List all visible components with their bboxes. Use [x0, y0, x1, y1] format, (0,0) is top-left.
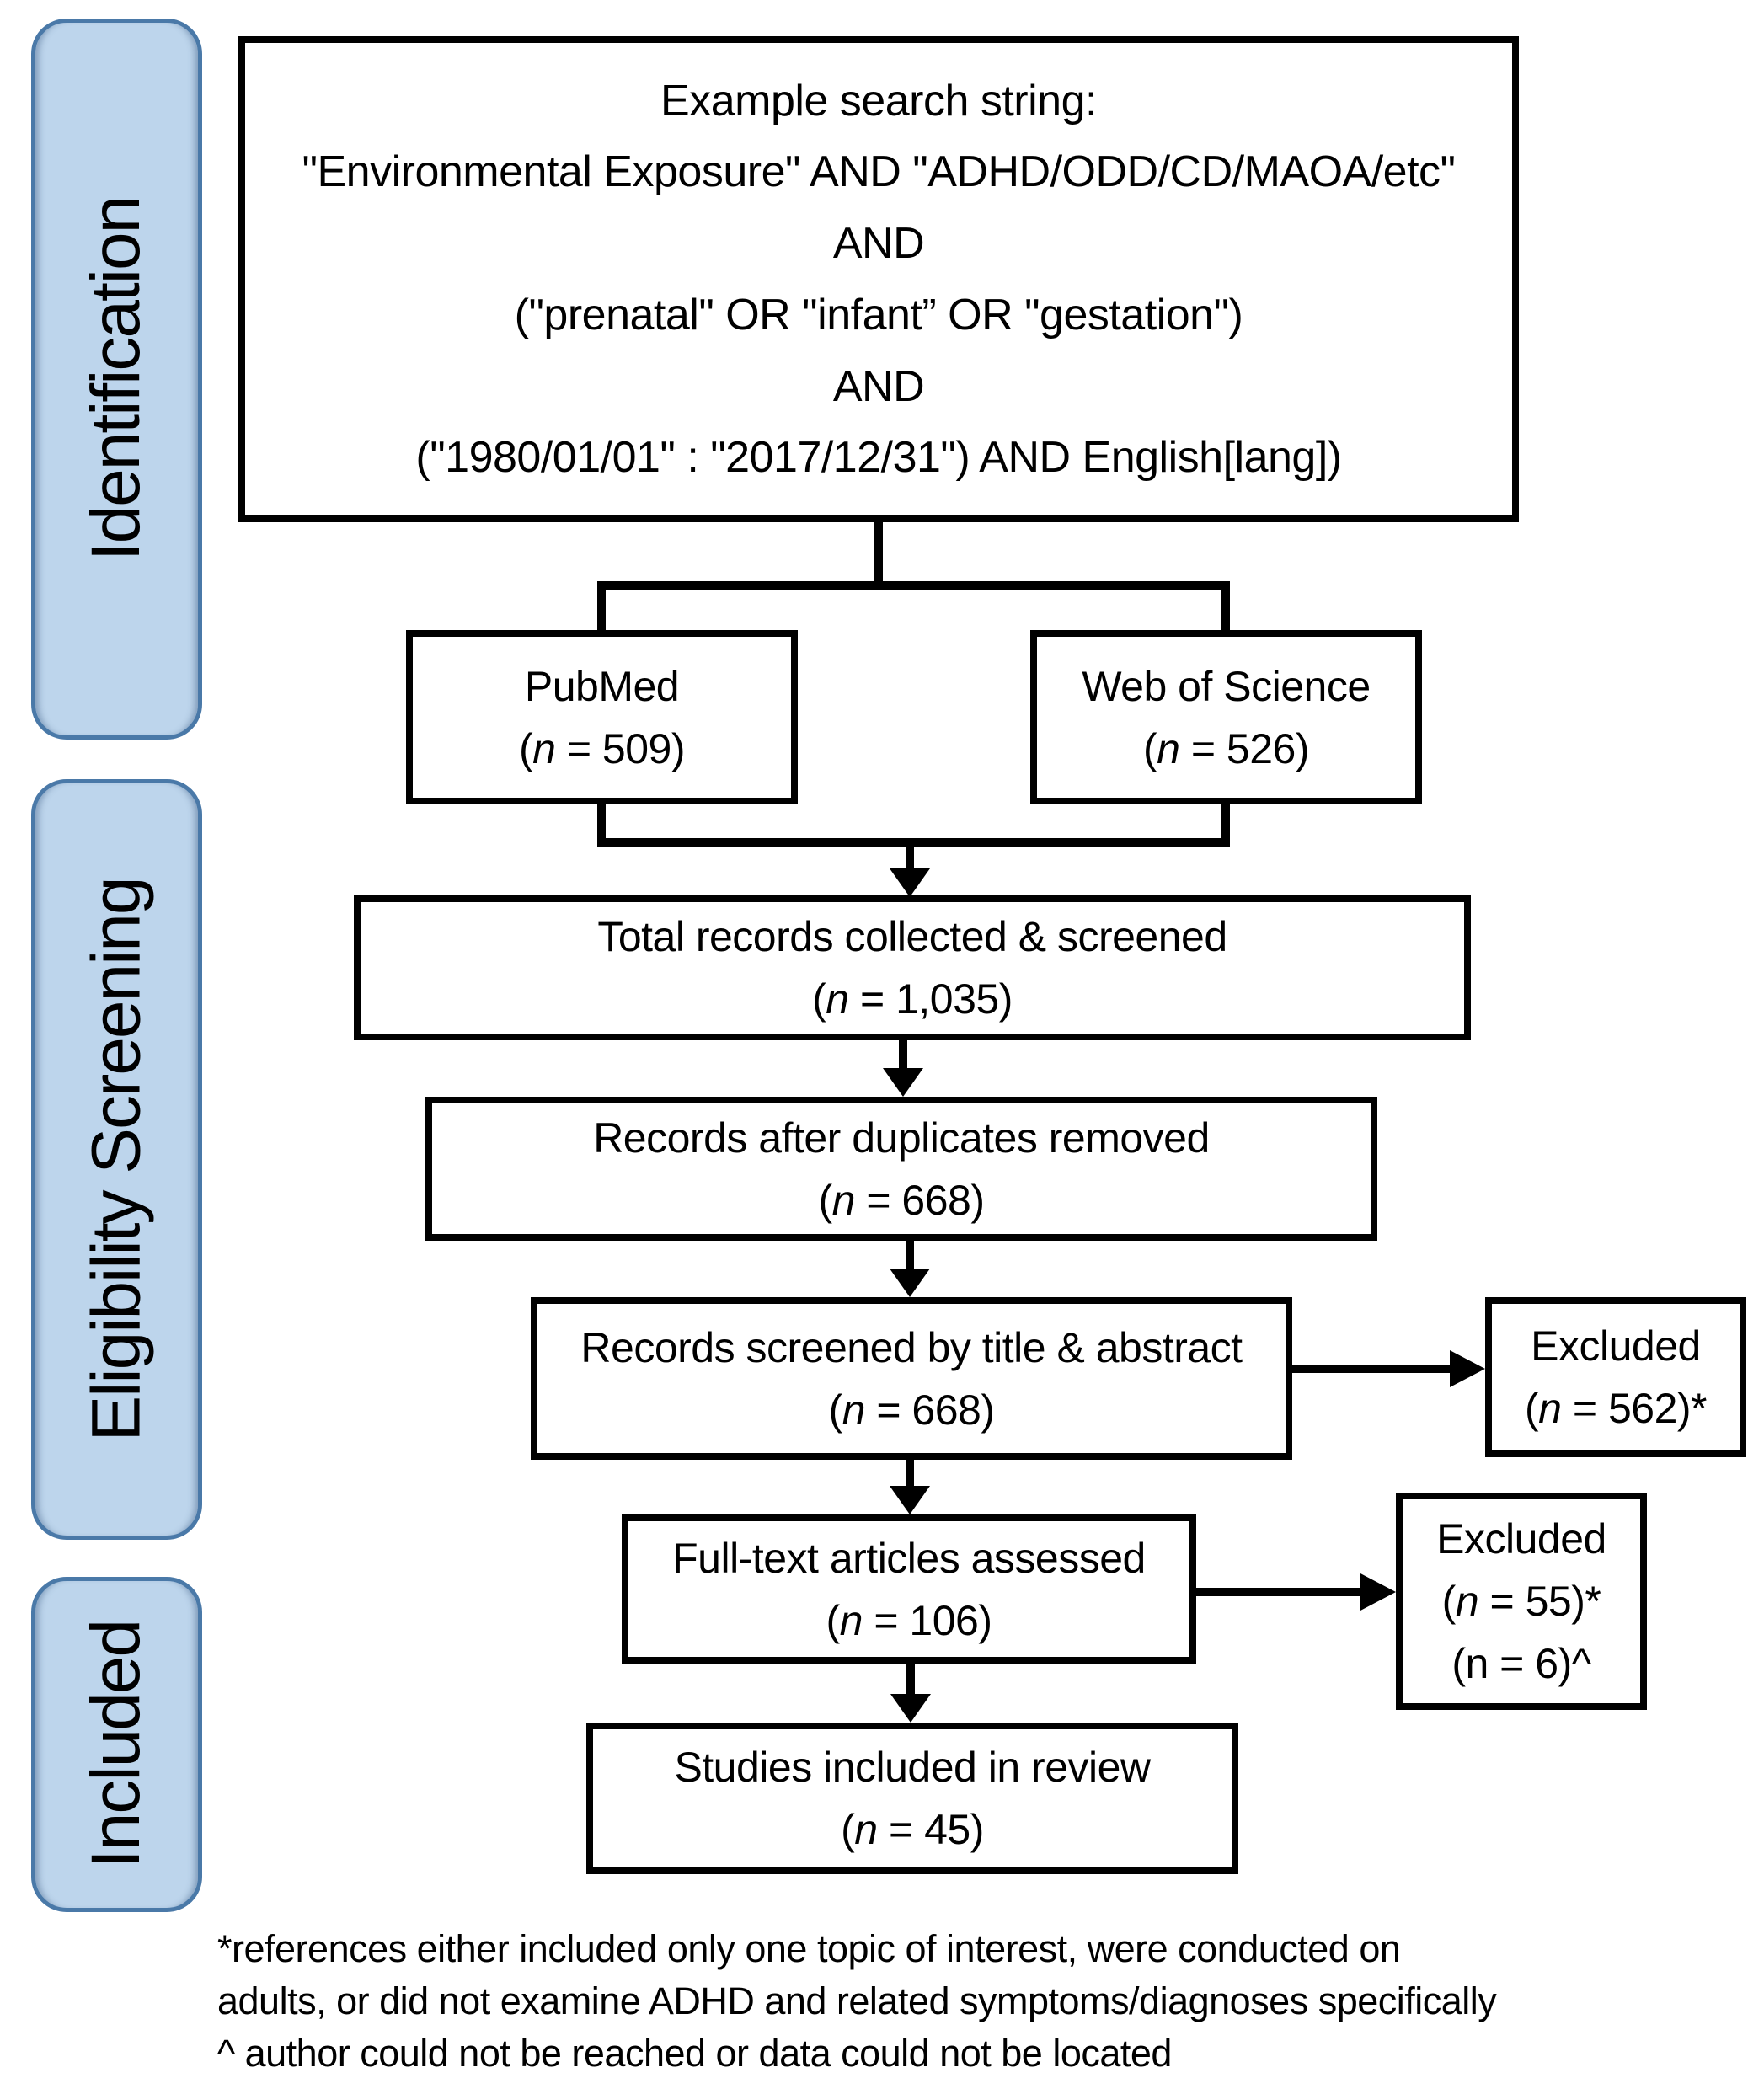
excluded-full-text-title: Excluded [1436, 1515, 1606, 1563]
footnotes: *references either included only one top… [217, 1923, 1497, 2078]
arrowhead-to-fulltext [890, 1486, 930, 1514]
connector-split-horizontal [597, 581, 1230, 590]
flow-box-included-review: Studies included in review (n = 45) [586, 1723, 1238, 1874]
connector-split-left [597, 581, 606, 633]
included-review-title: Studies included in review [674, 1744, 1151, 1791]
full-text-title: Full-text articles assessed [672, 1534, 1146, 1582]
connector-split-right [1221, 581, 1230, 633]
search-line-and-1: AND [832, 219, 925, 269]
web-of-science-title: Web of Science [1082, 662, 1371, 710]
arrowhead-to-total-records [890, 868, 930, 897]
pubmed-title: PubMed [524, 662, 680, 710]
flow-box-pubmed: PubMed (n = 509) [406, 630, 798, 804]
flow-box-web-of-science: Web of Science (n = 526) [1030, 630, 1422, 804]
total-records-title: Total records collected & screened [597, 913, 1227, 960]
arrowhead-to-excluded-fulltext [1360, 1573, 1396, 1611]
search-line-terms: "Environmental Exposure" AND "ADHD/ODD/C… [302, 147, 1456, 197]
connector-merge-down [906, 847, 914, 870]
connector-screened-to-fulltext [906, 1460, 914, 1489]
connector-fulltext-to-included [906, 1664, 915, 1697]
excluded-screen-count: (n = 562)* [1525, 1385, 1707, 1432]
excluded-screen-title: Excluded [1531, 1322, 1701, 1370]
sidebar-label-included: Included [78, 1620, 155, 1869]
flow-box-excluded-screen: Excluded (n = 562)* [1485, 1297, 1746, 1457]
included-review-count: (n = 45) [841, 1806, 984, 1853]
excluded-full-text-count-1: (n = 55)* [1441, 1578, 1601, 1625]
flow-box-total-records: Total records collected & screened (n = … [354, 895, 1471, 1040]
sidebar-label-identification: Identification [78, 196, 155, 562]
web-of-science-count: (n = 526) [1142, 724, 1310, 772]
sidebar-stage-eligibility-screening: Eligibility Screening [31, 779, 202, 1540]
title-abstract-screen-title: Records screened by title & abstract [580, 1323, 1243, 1371]
footnote-line-3: ^ author could not be reached or data co… [217, 2032, 1172, 2075]
duplicates-removed-count: (n = 668) [818, 1176, 985, 1224]
title-abstract-screen-count: (n = 668) [828, 1386, 995, 1434]
connector-fulltext-to-excluded [1196, 1588, 1362, 1596]
search-line-prenatal: ("prenatal" OR "infant” OR "gestation") [514, 290, 1243, 339]
flow-box-title-abstract-screen: Records screened by title & abstract (n … [531, 1297, 1292, 1460]
total-records-count: (n = 1,035) [812, 975, 1013, 1023]
sidebar-stage-identification: Identification [31, 19, 202, 740]
sidebar-label-eligibility-screening: Eligibility Screening [78, 877, 155, 1442]
full-text-count: (n = 106) [826, 1596, 992, 1644]
arrowhead-to-duplicates [883, 1068, 923, 1097]
search-line-dates: ("1980/01/01" : "2017/12/31") AND Englis… [415, 433, 1342, 483]
flow-box-excluded-full-text: Excluded (n = 55)* (n = 6)^ [1396, 1493, 1647, 1710]
connector-duplicates-to-screened [906, 1241, 914, 1272]
flow-box-full-text: Full-text articles assessed (n = 106) [622, 1514, 1196, 1664]
arrowhead-to-screened [890, 1269, 930, 1297]
search-line-and-2: AND [832, 361, 925, 411]
connector-merge-horizontal [597, 838, 1230, 847]
footnote-line-2: adults, or did not examine ADHD and rela… [217, 1979, 1497, 2022]
connector-search-down [874, 515, 883, 588]
arrowhead-to-excluded-screen [1450, 1350, 1485, 1387]
search-string-box: Example search string: "Environmental Ex… [238, 36, 1519, 522]
sidebar-stage-included: Included [31, 1577, 202, 1912]
arrowhead-to-included [890, 1694, 931, 1723]
search-line-title: Example search string: [660, 76, 1097, 126]
connector-screened-to-excluded [1292, 1365, 1451, 1373]
flow-box-duplicates-removed: Records after duplicates removed (n = 66… [425, 1097, 1377, 1241]
duplicates-removed-title: Records after duplicates removed [593, 1114, 1210, 1162]
connector-total-to-duplicates [899, 1040, 907, 1071]
connector-pubmed-down [597, 799, 606, 847]
excluded-full-text-count-2: (n = 6)^ [1451, 1640, 1591, 1687]
connector-wos-down [1221, 799, 1230, 847]
footnote-line-1: *references either included only one top… [217, 1927, 1401, 1970]
pubmed-count: (n = 509) [518, 724, 686, 772]
